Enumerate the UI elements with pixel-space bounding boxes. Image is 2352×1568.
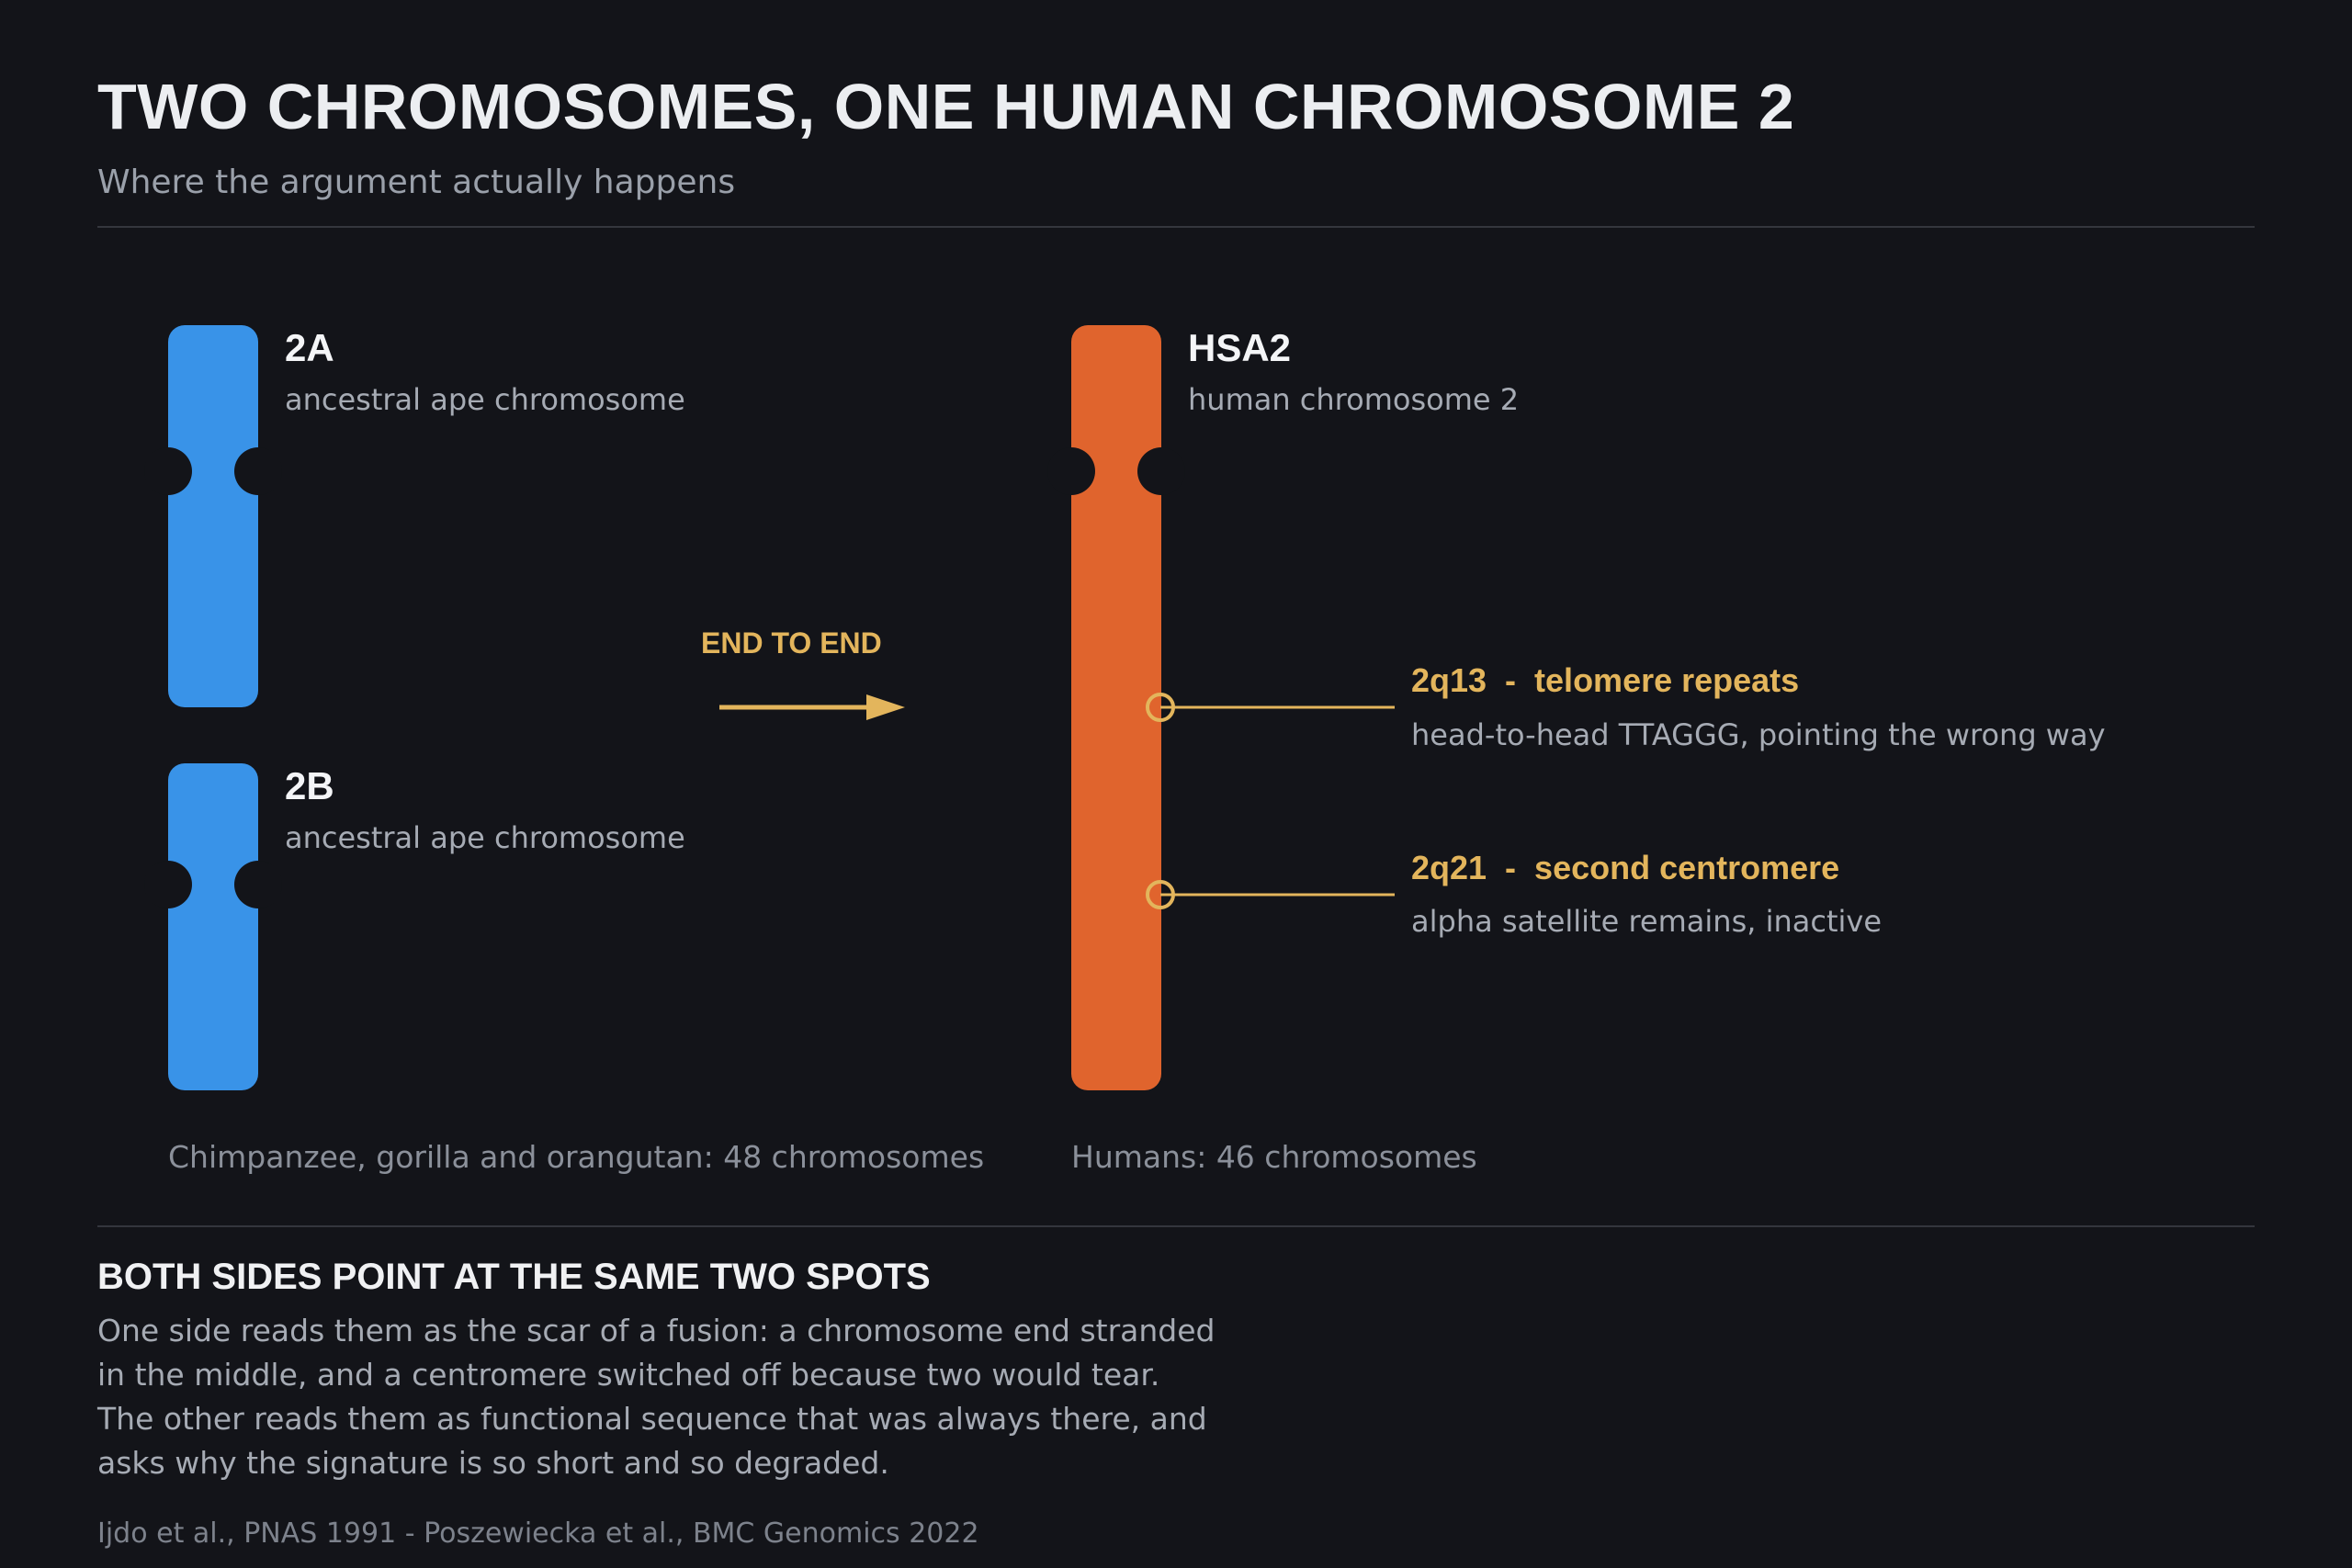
summary-line: in the middle, and a centromere switched… (97, 1357, 1160, 1393)
annotation-2q13-description: head-to-head TTAGGG, pointing the wrong … (1411, 717, 2106, 752)
summary-line: One side reads them as the scar of a fus… (97, 1313, 1216, 1348)
page-subtitle: Where the argument actually happens (97, 164, 736, 201)
fusion-arrow-label: END TO END (701, 626, 882, 660)
summary-line: asks why the signature is so short and s… (97, 1445, 889, 1481)
section-divider (97, 1225, 2255, 1227)
marker-2q13 (1146, 693, 1395, 722)
ancestral-caption: Chimpanzee, gorilla and orangutan: 48 ch… (168, 1139, 985, 1175)
chromosome-2a (144, 325, 282, 707)
page-title: TWO CHROMOSOMES, ONE HUMAN CHROMOSOME 2 (97, 71, 1795, 142)
summary-line: The other reads them as functional seque… (97, 1401, 1207, 1437)
header-divider (97, 226, 2255, 228)
chromosome-2b-description: ancestral ape chromosome (285, 820, 685, 855)
marker-2q21 (1146, 880, 1395, 909)
annotation-2q21-title: 2q21 - second centromere (1411, 849, 1840, 886)
chromosome-2b-name: 2B (285, 764, 334, 807)
summary-heading: BOTH SIDES POINT AT THE SAME TWO SPOTS (97, 1257, 931, 1297)
fusion-arrow (719, 694, 905, 720)
chromosome-2a-name: 2A (285, 326, 334, 369)
chromosome-hsa2 (1047, 325, 1185, 1090)
chromosome-hsa2-name: HSA2 (1188, 326, 1292, 369)
chromosome-2a-description: ancestral ape chromosome (285, 382, 685, 417)
annotation-2q13-title: 2q13 - telomere repeats (1411, 661, 1800, 699)
sources-citation: Ijdo et al., PNAS 1991 - Poszewiecka et … (97, 1517, 979, 1550)
summary-body: One side reads them as the scar of a fus… (97, 1309, 1216, 1485)
chromosome-2b (144, 763, 282, 1090)
chromosome-hsa2-description: human chromosome 2 (1188, 382, 1520, 417)
human-caption: Humans: 46 chromosomes (1071, 1139, 1477, 1175)
annotation-2q21-description: alpha satellite remains, inactive (1411, 904, 1883, 939)
